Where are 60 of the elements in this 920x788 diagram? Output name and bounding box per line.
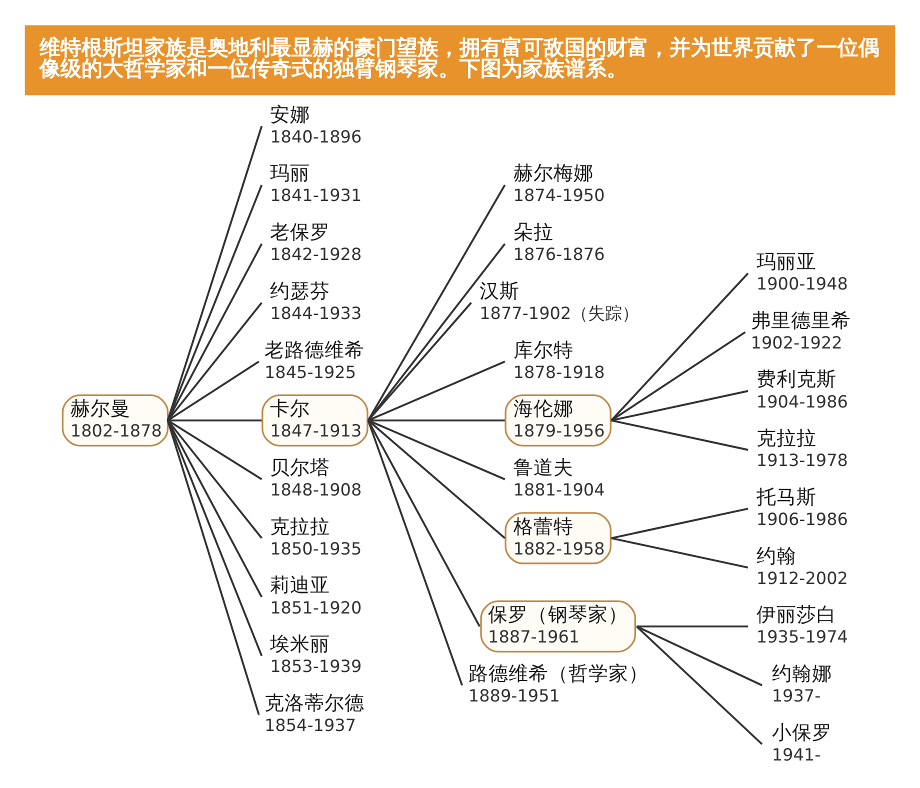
connector [611,507,748,539]
connector [166,420,260,715]
connector [368,419,506,538]
connector [636,625,763,744]
connector [166,125,263,420]
node-box: 赫尔曼 1802-1878 [62,394,169,446]
connector [367,419,480,626]
node-box: 海伦娜 1879-1956 [504,394,612,446]
diagram-title: 维特根斯坦家族是奥地利最显赫的豪门望族，拥有富可敌国的财富，并为世界贡献了一位偶像级的大哲学家和一位传奇式的独臂钢琴家。下图为家族谱系。 [40,34,880,80]
node-text: 赫尔梅娜 1874-1950 [513,161,605,205]
connector [636,624,748,627]
connector [167,419,262,538]
node-text: 克洛蒂尔德 1854-1937 [264,690,364,734]
node-text: 莉迪亚 1851-1920 [270,573,362,617]
node-text: 费利克斯 1904-1986 [756,367,848,411]
node-text: 路德维希（哲学家） 1889-1951 [468,661,648,706]
connector [367,242,506,421]
node-text: 贝尔塔 1848-1908 [270,455,362,500]
node-text: 约翰娜 1937- [772,661,832,706]
connector [166,242,263,420]
node-text: 埃米丽 1853-1939 [270,632,362,676]
node-text: 玛丽 1841-1931 [270,161,362,205]
node-text: 约翰 1912-2002 [756,544,848,588]
connector [166,184,263,420]
node-text: 老路德维希 1845-1925 [264,338,364,382]
connector [367,184,506,420]
node-text: 约瑟芬 1844-1933 [270,278,362,322]
node-text: 朵拉 1876-1876 [513,220,605,264]
connector [167,302,262,421]
node-text: 克拉拉 1850-1935 [270,514,362,558]
node-text: 克拉拉 1913-1978 [756,426,848,470]
node-text: 库尔特 1878-1918 [513,338,605,382]
node-box: 卡尔 1847-1913 [262,394,368,446]
connector [166,420,263,656]
connector [168,418,262,421]
connector [368,360,506,421]
node-text: 老保罗 1842-1928 [270,220,362,264]
connector [367,420,464,686]
connector [167,360,260,421]
node-text: 鲁道夫 1881-1904 [513,455,605,500]
node-text: 弗里德里希 1902-1922 [750,308,851,352]
node-text: 伊丽莎白 1935-1974 [756,602,848,646]
node-text: 小保罗 1941- [772,720,832,764]
node-box: 保罗（钢琴家） 1887-1961 [480,600,636,652]
connector [368,419,506,480]
connector [611,390,748,421]
connector [611,536,748,568]
connector [610,330,746,421]
node-text: 托马斯 1906-1986 [756,484,848,528]
connector [167,419,262,480]
connector [636,625,762,686]
node-text: 玛丽亚 1900-1948 [756,249,848,294]
node-text: 汉斯 1877-1902（失踪） [480,278,640,322]
node-text: 安娜 1840-1896 [270,102,362,146]
connector [610,272,749,421]
connector [368,418,505,421]
connector [166,419,263,597]
connector [611,418,748,450]
connector [367,302,472,421]
node-box: 格蕾特 1882-1958 [504,512,612,564]
